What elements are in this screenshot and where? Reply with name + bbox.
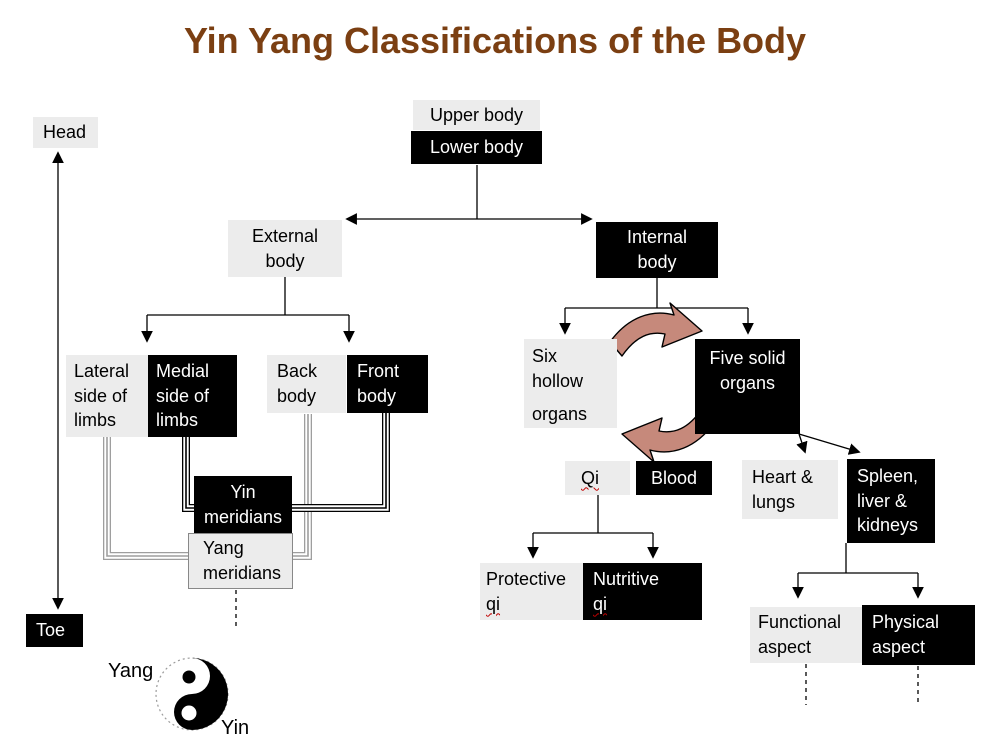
node-upper-body: Upper body xyxy=(413,100,540,130)
node-front-body: Front body xyxy=(347,355,428,413)
cycle-arrow-right-icon xyxy=(609,302,703,357)
node-yang-meridians: Yang meridians xyxy=(188,533,293,589)
node-heart-lungs-label: Heart & lungs xyxy=(752,466,814,512)
branch-five-solid xyxy=(796,433,861,455)
node-lateral-side-of-limbs: Lateral side of limbs xyxy=(66,355,148,437)
node-front-body-label: Front body xyxy=(357,361,400,406)
branch-external xyxy=(141,277,355,343)
node-protective-qi-line1: Protective xyxy=(486,568,567,589)
node-six-hollow-line1: Six hollow xyxy=(532,346,584,391)
node-protective-qi-line2: qi xyxy=(486,593,501,614)
cycle-arrows xyxy=(609,302,715,463)
node-back-body: Back body xyxy=(267,355,346,413)
node-physical-aspect: Physical aspect xyxy=(862,605,975,665)
node-upper-body-label: Upper body xyxy=(429,104,524,125)
node-nutritive-qi: Nutritive qi xyxy=(583,563,702,620)
node-medial-side-of-limbs: Medial side of limbs xyxy=(148,355,237,437)
node-internal-body-label: Internal body xyxy=(626,227,688,272)
node-external-body: External body xyxy=(228,220,342,277)
node-qi: Qi xyxy=(565,461,630,495)
yin-meridian-links xyxy=(182,413,390,512)
node-qi-label: Qi xyxy=(581,467,599,488)
node-lower-body: Lower body xyxy=(411,131,542,164)
yang-legend-label: Yang xyxy=(108,660,154,682)
node-head: Head xyxy=(33,117,98,148)
node-physical-label: Physical aspect xyxy=(872,612,940,657)
node-back-body-label: Back body xyxy=(277,361,318,406)
node-functional-aspect: Functional aspect xyxy=(750,607,862,663)
node-protective-qi: Protective qi xyxy=(480,563,583,620)
node-nutritive-qi-line2: qi xyxy=(593,593,608,614)
node-toe: Toe xyxy=(26,614,83,647)
node-toe-label: Toe xyxy=(36,620,66,641)
yang-meridian-links xyxy=(103,414,312,560)
cycle-arrow-left-icon xyxy=(621,408,715,463)
node-external-body-label: External body xyxy=(251,225,319,271)
dashed-lines xyxy=(235,590,919,705)
branch-internal xyxy=(559,278,754,335)
node-head-label: Head xyxy=(43,122,87,143)
yin-legend-label: Yin xyxy=(221,717,250,739)
node-six-hollow-line2: organs xyxy=(532,403,588,424)
node-blood: Blood xyxy=(636,461,712,495)
node-spleen-label: Spleen, liver & kidneys xyxy=(857,465,919,536)
branch-body-split xyxy=(345,165,593,225)
page-title: Yin Yang Classifications of the Body xyxy=(183,20,807,61)
branch-spleen xyxy=(792,543,924,599)
node-heart-lungs: Heart & lungs xyxy=(742,460,838,519)
node-internal-body: Internal body xyxy=(596,222,718,278)
node-yin-meridians-label: Yin meridians xyxy=(203,481,283,527)
node-blood-label: Blood xyxy=(650,467,698,488)
yin-yang-icon xyxy=(155,657,229,731)
node-five-solid-organs: Five solid organs xyxy=(695,339,800,434)
node-lateral-label: Lateral side of limbs xyxy=(74,360,130,431)
branch-qi xyxy=(527,495,659,559)
node-nutritive-qi-line1: Nutritive xyxy=(593,568,660,589)
node-medial-label: Medial side of limbs xyxy=(156,360,210,431)
node-five-solid-label: Five solid organs xyxy=(709,348,786,393)
node-yin-meridians: Yin meridians xyxy=(194,476,292,533)
node-lower-body-label: Lower body xyxy=(429,137,524,158)
node-yang-meridians-label: Yang meridians xyxy=(203,538,282,583)
node-functional-label: Functional aspect xyxy=(758,612,842,657)
node-six-hollow-organs: Six hollow organs xyxy=(524,339,617,428)
node-spleen-liver-kidneys: Spleen, liver & kidneys xyxy=(847,459,935,543)
